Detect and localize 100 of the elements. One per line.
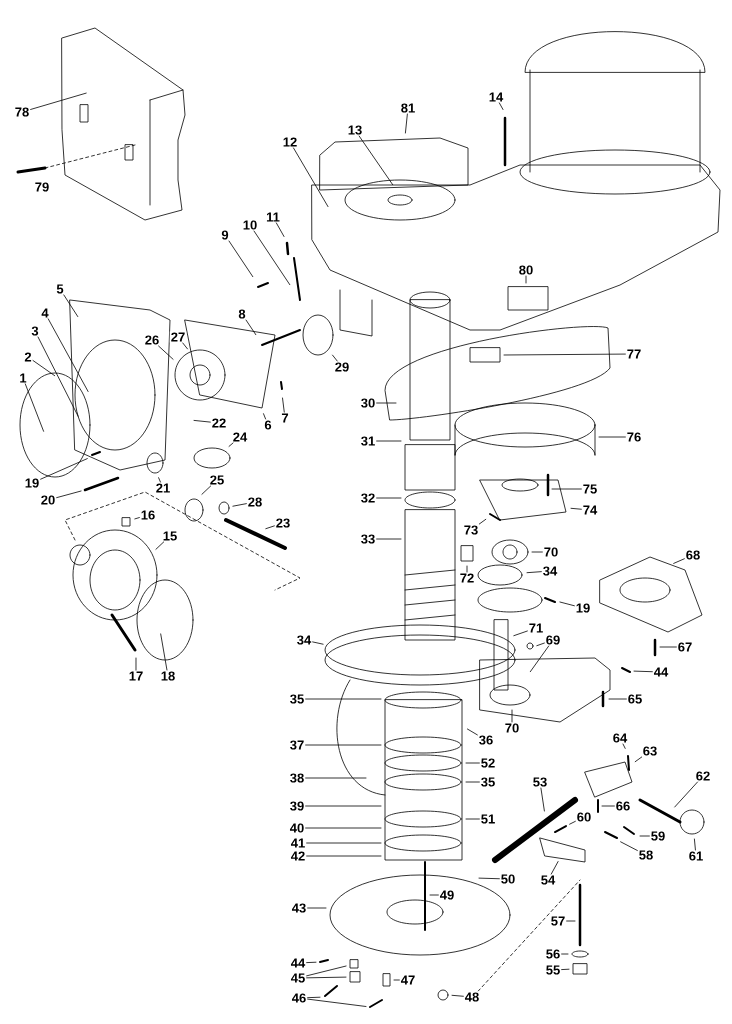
leader-line xyxy=(561,968,570,970)
leader-line xyxy=(293,147,329,207)
leader-line xyxy=(263,413,266,420)
leader-line xyxy=(550,861,559,875)
callout-number: 27 xyxy=(169,331,187,343)
leader-line xyxy=(332,354,338,362)
leader-line xyxy=(182,342,188,350)
callout-number: 39 xyxy=(288,800,306,812)
leader-line xyxy=(135,657,137,671)
callout-number: 35 xyxy=(479,776,497,788)
leader-line xyxy=(570,507,582,510)
callout-number: 50 xyxy=(499,873,517,885)
leader-line xyxy=(465,762,480,764)
leader-line xyxy=(40,458,88,480)
callout-number: 64 xyxy=(611,732,629,744)
leader-line xyxy=(511,709,513,723)
leader-line xyxy=(376,440,402,442)
leader-line xyxy=(305,698,382,700)
callout-number: 47 xyxy=(399,974,417,986)
leader-line xyxy=(253,230,291,286)
callout-number: 35 xyxy=(288,693,306,705)
callout-number: 24 xyxy=(231,431,249,443)
leader-line xyxy=(312,641,324,645)
leader-line xyxy=(601,805,615,807)
leader-line xyxy=(498,102,504,110)
callout-number: 75 xyxy=(581,483,599,495)
callout-number: 65 xyxy=(626,693,644,705)
callout-number: 25 xyxy=(208,474,226,486)
callout-number: 33 xyxy=(359,533,377,545)
leader-line xyxy=(47,318,89,392)
leader-line xyxy=(306,965,347,977)
leader-line xyxy=(466,565,468,573)
callout-number: 15 xyxy=(161,530,179,542)
callout-number: 22 xyxy=(210,417,228,429)
leader-line xyxy=(376,497,402,499)
callout-number: 16 xyxy=(139,509,157,521)
callout-number: 81 xyxy=(399,102,417,114)
callout-number: 20 xyxy=(39,494,57,506)
leader-line xyxy=(561,953,569,955)
leader-line xyxy=(307,998,367,1007)
leader-line xyxy=(551,488,582,490)
callout-number: 3 xyxy=(30,325,40,337)
callout-number: 72 xyxy=(458,572,476,584)
leader-line xyxy=(633,670,653,673)
callout-number: 2 xyxy=(23,351,33,363)
leader-line xyxy=(639,835,650,837)
leader-line xyxy=(536,642,545,647)
leader-line xyxy=(598,436,626,438)
callout-number: 70 xyxy=(542,546,560,558)
leader-line xyxy=(282,397,285,413)
callout-number: 49 xyxy=(438,889,456,901)
leader-line xyxy=(275,222,285,237)
callout-number: 1 xyxy=(18,372,28,384)
leader-line xyxy=(307,996,321,999)
callout-number: 8 xyxy=(237,308,247,320)
callout-number: 60 xyxy=(575,811,593,823)
callout-number: 80 xyxy=(517,264,535,276)
leader-line xyxy=(201,485,212,495)
leader-line xyxy=(451,994,464,997)
leader-line xyxy=(56,490,82,499)
callout-number: 9 xyxy=(220,229,230,241)
leader-line xyxy=(155,541,165,550)
leader-line xyxy=(405,113,408,134)
leader-line xyxy=(265,525,275,530)
leader-line xyxy=(158,345,174,360)
callout-number: 30 xyxy=(359,397,377,409)
leader-line xyxy=(513,630,528,637)
callout-number: 26 xyxy=(143,334,161,346)
leader-line xyxy=(569,820,576,825)
callout-number: 46 xyxy=(290,992,308,1004)
leader-line xyxy=(531,551,543,553)
callout-number: 48 xyxy=(463,991,481,1003)
callout-number: 14 xyxy=(487,91,505,103)
callout-number: 53 xyxy=(531,776,549,788)
leader-line xyxy=(305,777,367,779)
callout-number: 69 xyxy=(544,634,562,646)
callout-number: 44 xyxy=(652,666,670,678)
leader-line xyxy=(465,781,480,783)
callout-number: 76 xyxy=(625,431,643,443)
leader-line xyxy=(529,645,550,673)
callout-number: 55 xyxy=(544,964,562,976)
callout-number: 28 xyxy=(246,496,264,508)
leader-line xyxy=(358,135,394,186)
leader-line xyxy=(158,477,161,483)
callout-number: 56 xyxy=(544,948,562,960)
callout-number: 38 xyxy=(288,772,306,784)
leader-line xyxy=(465,818,480,820)
callout-number: 10 xyxy=(241,219,259,231)
leader-line xyxy=(245,319,257,336)
leader-line xyxy=(478,877,500,880)
callout-number: 19 xyxy=(574,602,592,614)
callout-number: 74 xyxy=(581,504,599,516)
callout-number: 42 xyxy=(289,850,307,862)
leader-line xyxy=(306,976,347,979)
callout-number: 62 xyxy=(694,770,712,782)
callout-number: 34 xyxy=(541,565,559,577)
leader-line xyxy=(376,538,402,540)
callout-number: 70 xyxy=(503,722,521,734)
leader-line xyxy=(393,979,400,981)
callout-number: 68 xyxy=(684,549,702,561)
